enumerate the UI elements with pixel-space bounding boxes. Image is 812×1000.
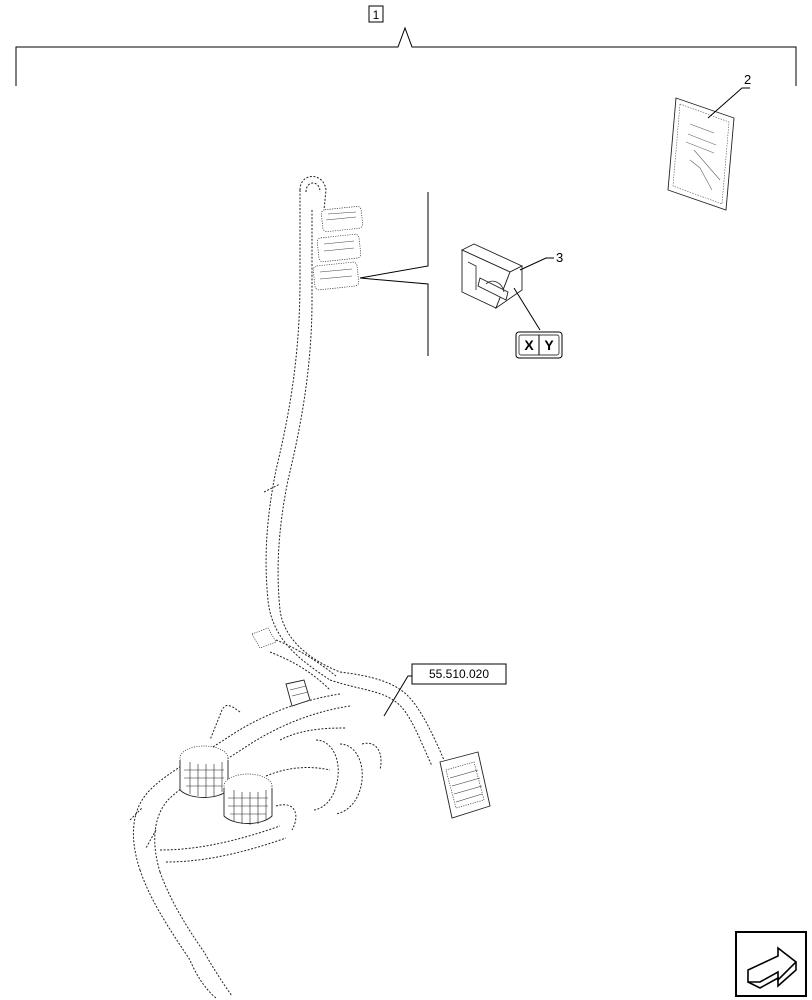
x-label: X bbox=[524, 337, 534, 353]
navigation-arrow-icon[interactable] bbox=[735, 931, 807, 997]
reference-leader-line bbox=[383, 675, 412, 717]
reference-code-label: 55.510.020 bbox=[429, 667, 489, 681]
connector-bracket bbox=[359, 192, 429, 356]
leader-line-3 bbox=[519, 257, 554, 271]
kit-callout-box[interactable]: 1 bbox=[368, 5, 384, 23]
right-connector[interactable] bbox=[439, 751, 491, 819]
y-label: Y bbox=[544, 337, 554, 353]
stacked-connectors[interactable] bbox=[312, 206, 363, 291]
callout-3-label: 3 bbox=[556, 250, 563, 265]
kit-callout-label: 1 bbox=[373, 8, 380, 22]
leader-line-2 bbox=[707, 87, 750, 119]
wire-harness-icon[interactable] bbox=[129, 176, 445, 999]
kit-bracket bbox=[15, 26, 797, 86]
round-connector-right[interactable] bbox=[223, 773, 273, 825]
leader-line-3a bbox=[513, 287, 541, 331]
manual-booklet-icon[interactable] bbox=[667, 97, 735, 211]
xy-indicator-box[interactable]: X Y bbox=[515, 331, 563, 359]
callout-2-label: 2 bbox=[744, 72, 751, 87]
reference-code-box[interactable]: 55.510.020 bbox=[411, 663, 507, 685]
switch-icon[interactable] bbox=[460, 243, 524, 310]
round-connector-left[interactable] bbox=[179, 745, 229, 798]
